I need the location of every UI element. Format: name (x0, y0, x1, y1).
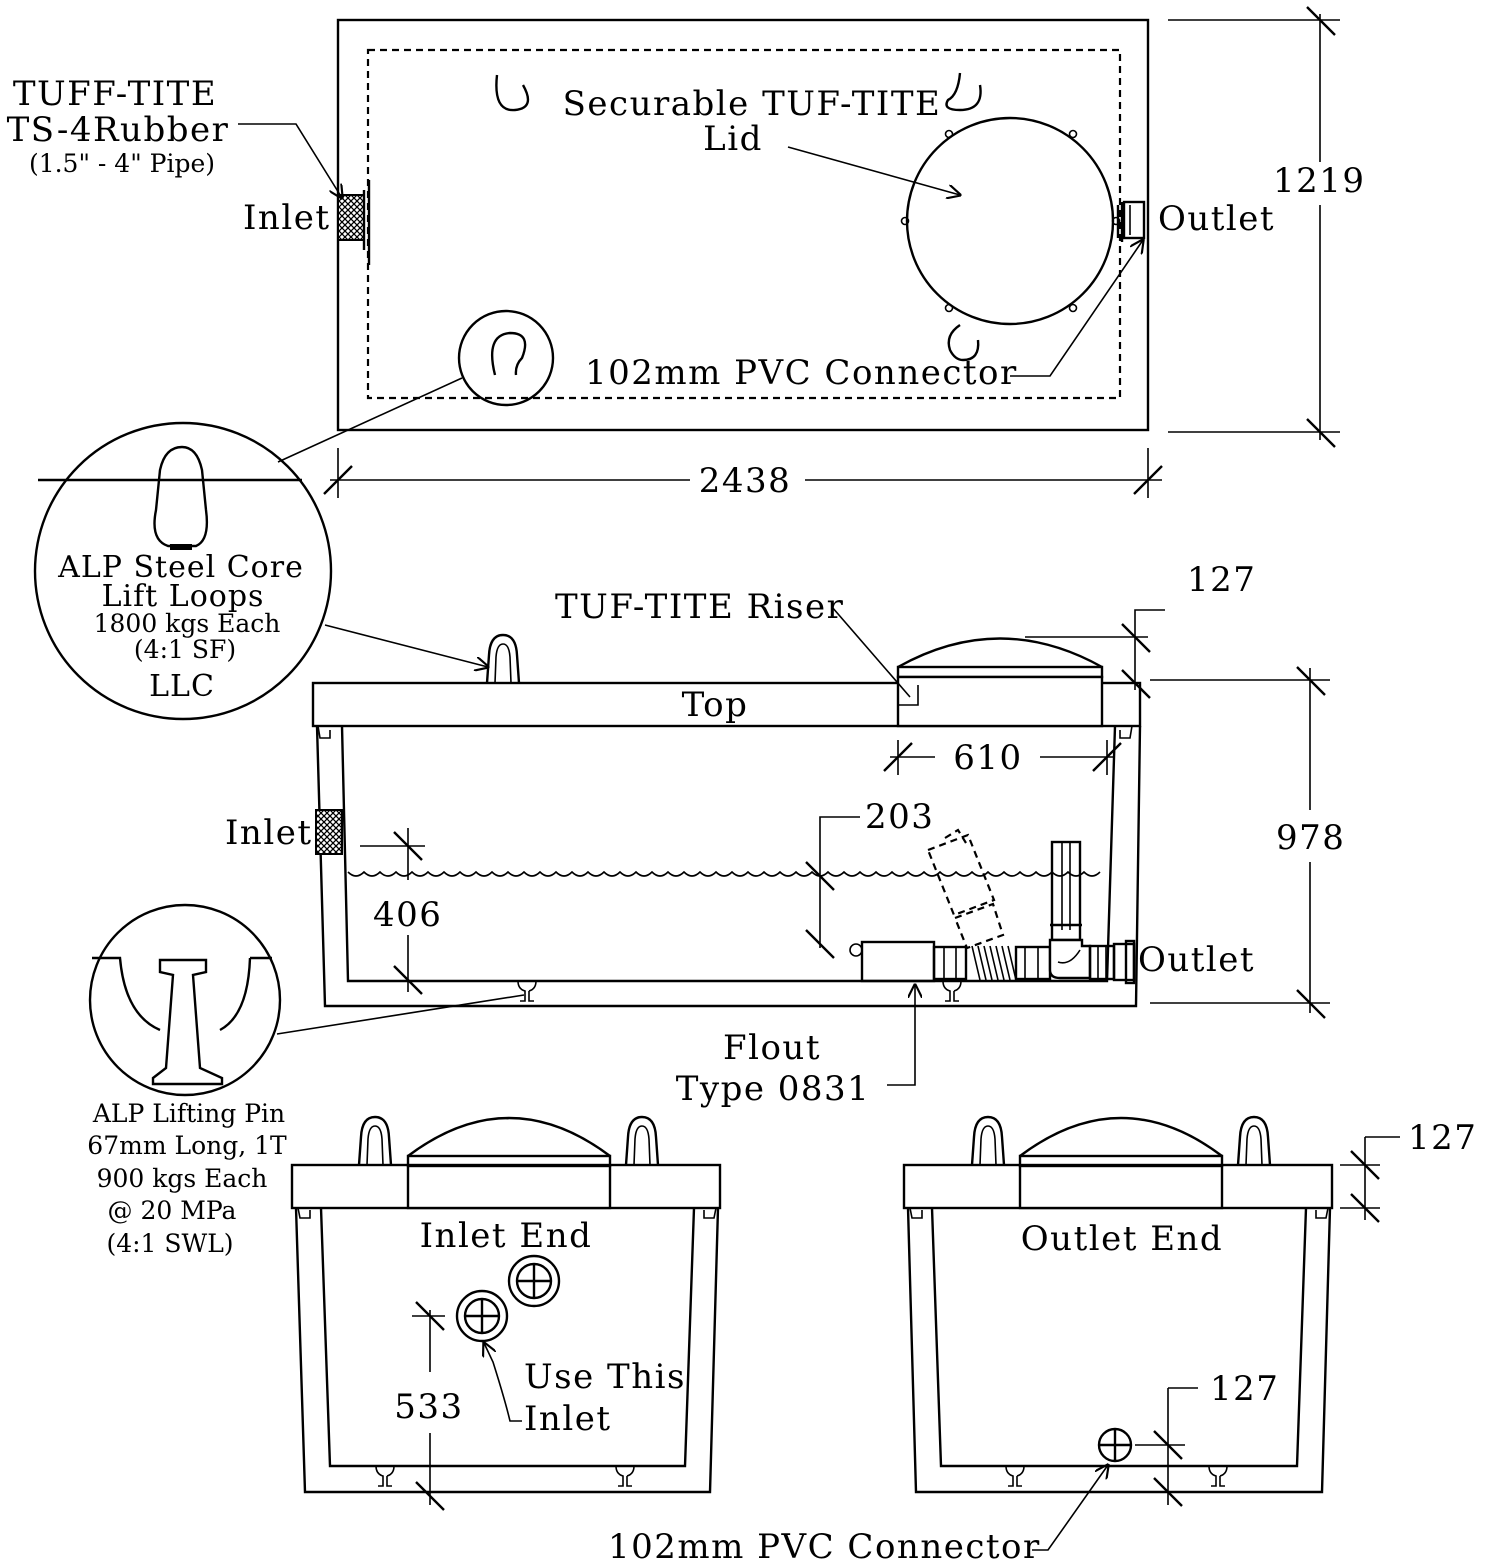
dim-riser-width: 610 (953, 738, 1022, 778)
lift-pin-label-5: (4:1 SWL) (106, 1229, 233, 1258)
use-this-inlet-label-2: Inlet (524, 1399, 612, 1439)
plan-view: TUFF-TITE TS-4Rubber (1.5" - 4" Pipe) In… (7, 6, 1366, 501)
dim-406: 406 (373, 895, 442, 935)
plan-outlet-label: Outlet (1158, 199, 1275, 239)
tuff-tite-model-label: TS-4Rubber (7, 110, 230, 150)
outlet-end-view: Outlet End 127 127 102mm PVC Connector (608, 1115, 1477, 1560)
tuff-tite-pipe-label: (1.5" - 4" Pipe) (29, 149, 215, 178)
plan-inlet-label: Inlet (243, 198, 331, 238)
lifting-pin-detail: ALP Lifting Pin 67mm Long, 1T 900 kgs Ea… (87, 903, 287, 1258)
top-label: Top (682, 685, 749, 725)
outlet-end-title: Outlet End (1021, 1219, 1223, 1259)
dim-outlet-top: 127 (1408, 1118, 1477, 1158)
dim-outlet-pipe: 127 (1210, 1369, 1279, 1409)
tuff-tite-label: TUFF-TITE (13, 74, 217, 114)
lift-loop-label-3: 1800 kgs Each (94, 609, 281, 638)
section-outlet-label: Outlet (1138, 940, 1255, 980)
dim-height: 978 (1276, 818, 1345, 858)
lift-pin-label-3: 900 kgs Each (97, 1164, 268, 1193)
flout-type-label: Type 0831 (676, 1069, 871, 1109)
inlet-end-title: Inlet End (420, 1216, 593, 1256)
dim-width: 1219 (1273, 161, 1366, 201)
dim-length: 2438 (699, 461, 792, 501)
lift-pin-label-4: @ 20 MPa (108, 1196, 237, 1225)
riser-label: TUF-TITE Riser (555, 587, 844, 627)
plan-pvc-label: 102mm PVC Connector (585, 353, 1018, 393)
lid-label-2: Lid (703, 119, 763, 159)
lift-pin-label-2: 67mm Long, 1T (87, 1131, 287, 1160)
dim-203: 203 (865, 797, 934, 837)
flout-label: Flout (723, 1028, 821, 1068)
lift-loop-label-1: ALP Steel Core (57, 550, 304, 585)
use-this-inlet-label: Use This (524, 1357, 686, 1397)
section-inlet-label: Inlet (225, 813, 313, 853)
lift-loop-label-5: LLC (149, 669, 215, 704)
dim-riser-height: 127 (1187, 560, 1256, 600)
lid-label: Securable TUF-TITE (563, 84, 942, 124)
dim-533: 533 (394, 1387, 463, 1427)
lift-loop-detail: ALP Steel Core Lift Loops 1800 kgs Each … (33, 377, 488, 721)
outlet-pvc-label: 102mm PVC Connector (608, 1527, 1041, 1560)
section-view: TUF-TITE Riser 127 Top 610 978 Inlet Out… (225, 560, 1345, 1109)
lift-loop-label-2: Lift Loops (102, 579, 265, 614)
lift-pin-label-1: ALP Lifting Pin (92, 1099, 285, 1128)
inlet-end-view: Inlet End Use This Inlet 533 (290, 1115, 722, 1511)
lift-loop-label-4: (4:1 SF) (134, 635, 236, 664)
